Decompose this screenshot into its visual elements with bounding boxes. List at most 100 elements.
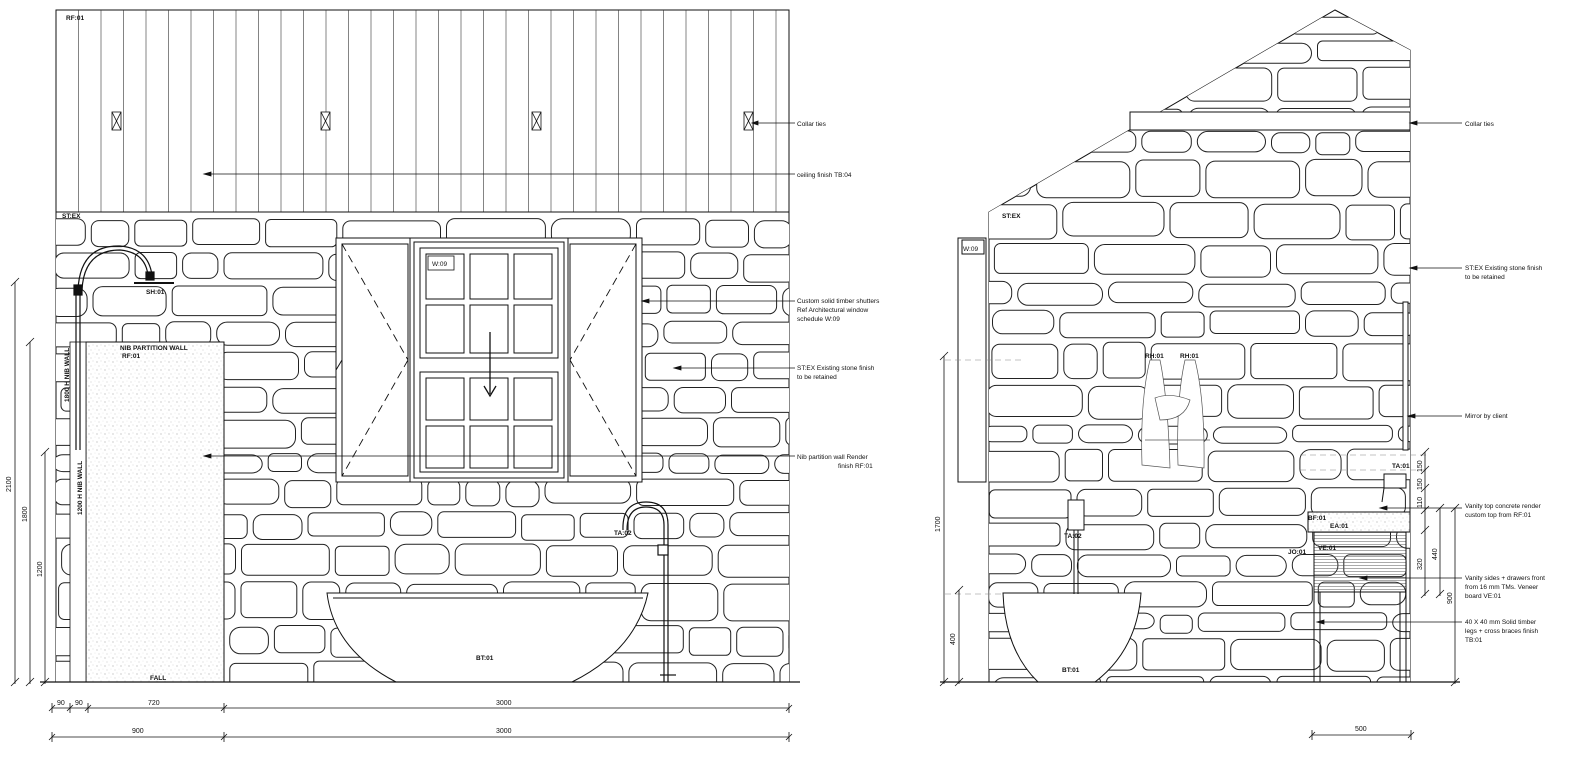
stone xyxy=(1227,384,1294,419)
partition-tag: RF:01 xyxy=(122,353,140,360)
stone xyxy=(521,514,575,541)
stone xyxy=(993,66,1060,99)
shutters-note-1: Custom solid timber shutters xyxy=(797,298,880,305)
stone xyxy=(1230,638,1322,671)
stone xyxy=(1367,161,1410,198)
stone xyxy=(636,218,701,246)
stone xyxy=(715,285,778,315)
stone xyxy=(1087,385,1150,420)
bath-tag-right: BT:01 xyxy=(1062,667,1080,674)
stone xyxy=(688,627,732,656)
stone xyxy=(636,478,735,507)
nib-wall-upper-label: 1800 H NIB WALL xyxy=(64,348,71,402)
stone xyxy=(1205,160,1301,199)
stone xyxy=(729,512,789,537)
stone xyxy=(1045,108,1112,127)
stone xyxy=(690,252,739,279)
stone xyxy=(229,626,269,655)
stone xyxy=(1032,424,1073,444)
stone xyxy=(92,286,167,317)
stone xyxy=(90,220,130,248)
stone xyxy=(505,480,540,508)
dim-v-150a: 150 xyxy=(1417,460,1424,472)
stone xyxy=(454,543,541,576)
stone xyxy=(722,663,775,682)
dim-h-3000a: 3000 xyxy=(496,700,512,707)
vanity-top-note-2: custom top from RF:01 xyxy=(1465,512,1531,519)
stone xyxy=(989,16,1058,34)
stone xyxy=(989,108,1041,127)
stone xyxy=(673,387,727,414)
stone xyxy=(1093,244,1196,275)
stone xyxy=(1035,130,1137,153)
stone xyxy=(1064,448,1103,482)
stone xyxy=(753,351,789,380)
stone xyxy=(992,309,1055,335)
stone xyxy=(989,159,1032,197)
stone xyxy=(1185,67,1273,102)
stone xyxy=(427,479,461,506)
tap-tag-right: TA:02 xyxy=(1064,533,1082,540)
tap-ta02 xyxy=(622,501,676,682)
stone xyxy=(1062,16,1117,36)
robe-tag-2: RH:01 xyxy=(1180,353,1199,360)
legs-note-2: legs + cross braces finish xyxy=(1465,628,1539,635)
stone xyxy=(267,453,303,473)
stone xyxy=(714,454,770,475)
stone xyxy=(989,280,1013,305)
stone xyxy=(779,663,789,682)
stone xyxy=(218,351,300,381)
stone xyxy=(705,219,750,248)
stone xyxy=(633,512,685,540)
stone xyxy=(252,514,303,540)
stone xyxy=(1106,676,1205,682)
stone xyxy=(336,478,423,506)
stone xyxy=(1209,310,1300,334)
vanity-sides-note-3: board VE:01 xyxy=(1465,593,1502,600)
stone-note-left-1: ST:EX Existing stone finish xyxy=(797,365,875,372)
stone xyxy=(216,478,280,505)
stone xyxy=(989,131,1031,154)
stone xyxy=(1064,66,1105,101)
stone xyxy=(1200,245,1272,278)
stone xyxy=(1036,161,1131,199)
stone xyxy=(1276,675,1372,682)
vanity-tag-ve: VE:01 xyxy=(1318,545,1336,552)
vanity-sides-note-1: Vanity sides + drawers front xyxy=(1465,575,1545,582)
stone xyxy=(711,353,749,382)
stone xyxy=(265,219,338,248)
shower-tag: SH:01 xyxy=(146,289,165,296)
stone xyxy=(182,252,219,279)
stone xyxy=(1031,554,1072,577)
collar-ties-note-left: Collar ties xyxy=(797,121,827,128)
stone xyxy=(989,489,1072,519)
collar-ties-note-right: Collar ties xyxy=(1465,121,1495,128)
dim-v-1200: 1200 xyxy=(37,561,44,577)
stone xyxy=(1108,281,1194,304)
stone xyxy=(1315,132,1351,156)
stone xyxy=(689,512,725,538)
stone xyxy=(579,512,629,538)
window-tag-left: W:09 xyxy=(432,261,447,268)
window-tag-right: W:09 xyxy=(963,246,978,253)
dimensions-left xyxy=(10,277,793,742)
dim-v-1700: 1700 xyxy=(935,516,942,532)
bath-bt01 xyxy=(326,592,649,683)
stone xyxy=(739,480,789,506)
vanity-tag-jo: JO:01 xyxy=(1288,549,1306,556)
shutters-note-2: Ref Architectural window xyxy=(797,307,868,314)
fall-label: FALL xyxy=(150,675,166,682)
stone xyxy=(991,343,1059,380)
stone xyxy=(1345,204,1395,241)
dim-h-500: 500 xyxy=(1355,726,1367,733)
dim-h-90a: 90 xyxy=(57,700,65,707)
collar-tie-beam xyxy=(1129,111,1411,131)
tap-ta02-right xyxy=(1067,499,1085,594)
stone xyxy=(788,632,789,651)
stone xyxy=(1305,158,1363,197)
stone xyxy=(785,417,789,445)
stone xyxy=(1017,282,1104,306)
stone xyxy=(1205,524,1308,549)
vanity-sides-note-2: from 16 mm TMs. Veneer xyxy=(1465,584,1539,591)
